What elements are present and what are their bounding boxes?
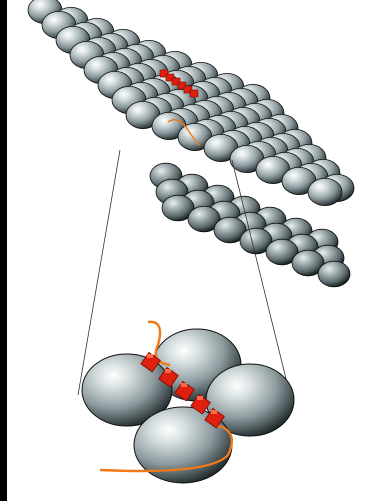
helix-segment [165,73,175,82]
lattice-sphere [307,177,343,206]
cluster-sphere [81,353,173,427]
lattice-sphere [265,238,299,266]
helix-segment [140,351,161,373]
lattice-sphere [239,227,273,255]
helix-segment [171,77,181,86]
helix-highlight [197,396,203,400]
helix-highlight [147,354,153,358]
helix-segment [158,366,179,388]
helix-segment [204,407,225,429]
helix-segment [159,69,169,78]
strand-segment [147,320,171,367]
helix-highlight [181,383,187,387]
lattice-sphere [317,260,351,288]
helix-segment [183,85,193,94]
lattice-sphere [291,249,325,277]
helix-segment [177,81,187,90]
helix-segment [174,380,195,402]
four-sphere-cluster [81,328,295,484]
peptide-helix-on-lattice [159,69,201,146]
helix-highlight [211,410,217,414]
zoom-guide-lines [77,149,291,396]
lattice-sphere [187,205,221,233]
lattice-sphere [161,194,195,222]
helix-highlight [165,369,171,373]
strand-segment [99,423,233,473]
sphere-lattice [27,0,355,288]
strand-segment [167,119,201,146]
guide-line-left [77,149,121,396]
lattice-sphere [213,216,247,244]
helix-segment [189,89,199,98]
guide-line-right [231,159,291,396]
peptide-helix [99,320,233,473]
helix-segment [190,393,211,415]
